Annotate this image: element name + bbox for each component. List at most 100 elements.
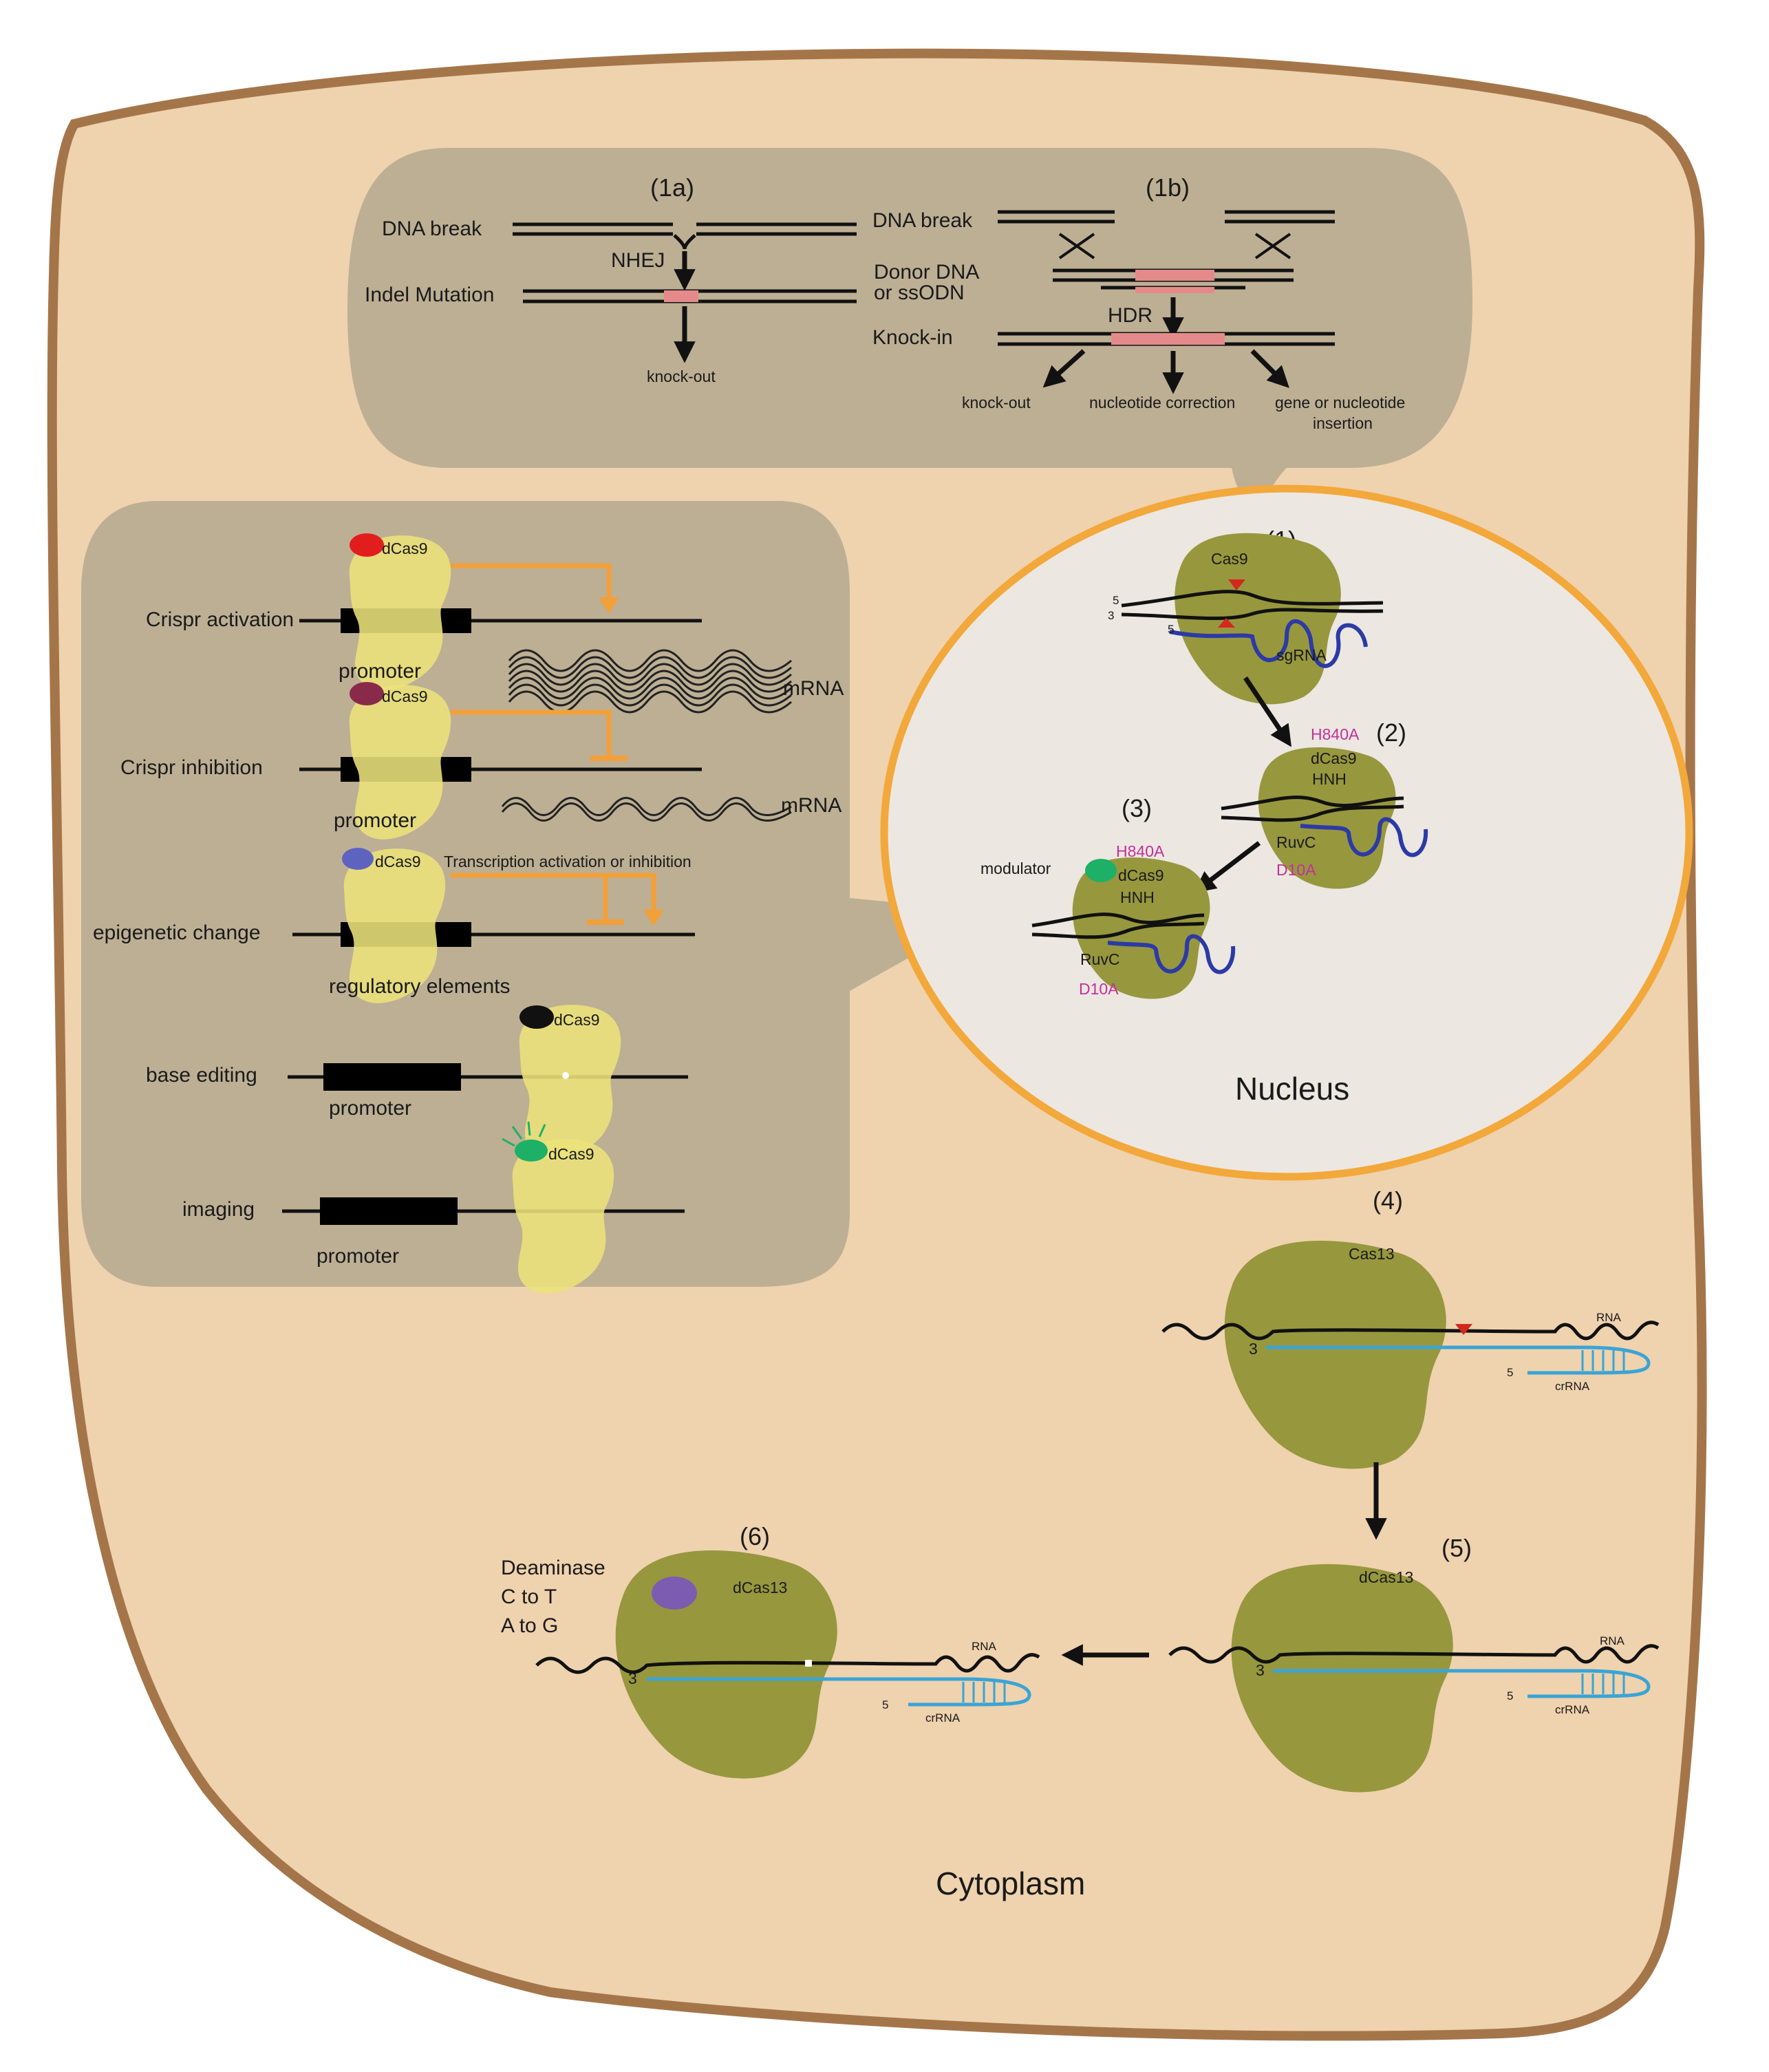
dcas9-label-base-editing: dCas9: [554, 1011, 599, 1029]
insertion-label: insertion: [1313, 414, 1373, 432]
cas9-label: Cas9: [1211, 550, 1248, 568]
base-editing-promoter-box: [323, 1063, 461, 1091]
base-editing-label: base editing: [146, 1064, 257, 1087]
activator-domain: [350, 533, 384, 557]
dcas9-label-3: dCas9: [1118, 866, 1164, 884]
crrna-5: [1273, 1669, 1651, 1698]
dcas9-label-activation: dCas9: [382, 540, 427, 557]
a-to-g-label: A to G: [501, 1614, 558, 1637]
knock-in-strands: [998, 332, 1335, 346]
promoter-label-inhibition: promoter: [334, 809, 416, 832]
dcas9-label-inhibition: dCas9: [382, 687, 427, 705]
cas13-targeting: (4) Cas13 RNA crRNA 3 5: [1161, 1186, 1660, 1469]
fluorescent-tag: [515, 1140, 548, 1162]
cas9-dna: [1121, 579, 1384, 628]
dsb-repair-panel: (1a) DNA break NHEJ Indel Mutation knock…: [347, 148, 1472, 506]
hnh-label-2: HNH: [1312, 770, 1347, 788]
sgrna-strand: [1169, 619, 1368, 668]
modulator-domain: [1085, 859, 1117, 882]
dcas9-label-2: dCas9: [1311, 749, 1356, 767]
step-4-label: (4): [1373, 1186, 1403, 1215]
knockout-arrow-1b: [1042, 349, 1086, 388]
crispr-activation-label: Crispr activation: [146, 608, 294, 631]
mrna-label-inhibition: mRNA: [781, 794, 841, 817]
base-editor-domain: [519, 1005, 554, 1029]
step-2-to-3-arrow: [1193, 841, 1261, 893]
rna-3prime-5: 3: [1256, 1661, 1265, 1679]
cas9-5prime-rna: 5: [1168, 623, 1174, 636]
edited-base: [562, 1072, 569, 1079]
dcas13-label-5: dCas13: [1359, 1568, 1413, 1586]
deaminase-label: Deaminase: [501, 1557, 605, 1579]
cytoplasm-label: Cytoplasm: [936, 1866, 1085, 1901]
crispr-inhibition-label: Crispr inhibition: [120, 756, 263, 779]
dna-break-strands-1b: [998, 210, 1335, 259]
cas9-3prime: 3: [1108, 609, 1114, 622]
dna-break-label-1a: DNA break: [382, 217, 482, 240]
crrna-label-5: crRNA: [1555, 1703, 1590, 1716]
crrna-6: [647, 1677, 1031, 1707]
sgrna-2: [1300, 817, 1428, 857]
promoter-label-base-editing: promoter: [329, 1097, 411, 1120]
nucleotide-correction-label: nucleotide correction: [1089, 394, 1235, 412]
hnh-label-3: HNH: [1120, 888, 1155, 906]
d10a-label-2: D10A: [1276, 861, 1316, 879]
crrna-label-6: crRNA: [925, 1711, 961, 1724]
sgrna-label: sgRNA: [1276, 646, 1327, 664]
dna-break-strands-1a: [513, 222, 857, 250]
target-rna-5: [1168, 1644, 1660, 1664]
repressor-domain: [350, 682, 384, 705]
knockout-label-1b: knock-out: [962, 394, 1031, 412]
ruvc-label-2: RuvC: [1276, 833, 1316, 851]
rna-3prime-6: 3: [628, 1669, 637, 1687]
step-3-label: (3): [1122, 794, 1152, 822]
mrna-inhibition-waves: [501, 797, 792, 822]
nhej-label: NHEJ: [611, 249, 665, 272]
rna-3prime-4: 3: [1249, 1340, 1258, 1358]
activation-orange-arrow: [451, 563, 612, 604]
panel-1a-label: (1a): [650, 173, 694, 202]
target-rna-6: [535, 1653, 1040, 1674]
crrna-5prime-5: 5: [1507, 1689, 1513, 1702]
dcas9-2-dna: [1221, 795, 1404, 822]
d10a-label-3: D10A: [1079, 980, 1119, 998]
epigenetic-change-label: epigenetic change: [93, 921, 261, 944]
cas13-label: Cas13: [1349, 1245, 1394, 1263]
epigenetic-orange-arrow: [451, 873, 656, 921]
dna-break-label-1b: DNA break: [872, 209, 973, 232]
rna-label-5: RNA: [1600, 1634, 1625, 1647]
dcas13-rna-editing: (6) Deaminase C to T A to G dCas13 RNA c…: [501, 1522, 1040, 1779]
indel-strands: [523, 289, 857, 303]
transcription-label: Transcription activation or inhibition: [444, 853, 691, 871]
donor-dna-label: Donor DNA: [874, 261, 979, 284]
hdr-label: HDR: [1108, 304, 1152, 327]
cas9-5prime: 5: [1113, 594, 1119, 607]
mrna-label-activation: mRNA: [783, 677, 844, 700]
crrna-5prime-6: 5: [882, 1698, 888, 1711]
dcas13-label-6: dCas13: [733, 1579, 787, 1596]
insertion-arrow: [1250, 349, 1289, 388]
dcas9-label-imaging: dCas9: [548, 1145, 594, 1163]
dcas9-label-epigenetic: dCas9: [375, 853, 420, 871]
donor-strands: [1053, 268, 1294, 293]
imaging-promoter-box: [320, 1197, 458, 1225]
ssodn-label: or ssODN: [874, 281, 965, 304]
c-to-t-label: C to T: [501, 1585, 557, 1608]
nucleus: (1) Cas9 sgRNA 5 3 5 (2) H840A dCas9 HNH…: [880, 484, 1693, 1181]
edited-nucleotide: [805, 1660, 812, 1667]
panel-1b-label: (1b): [1146, 173, 1190, 202]
deaminase-domain: [652, 1577, 697, 1610]
fluorescence-rays: [502, 1121, 546, 1147]
dcas9-3-dna: [1031, 912, 1205, 939]
target-rna-4: [1161, 1321, 1660, 1341]
regulatory-elements-label: regulatory elements: [329, 975, 510, 998]
nucleus-label: Nucleus: [1235, 1071, 1349, 1107]
top-panel-shape: [347, 148, 1472, 506]
step-1-to-2-arrow: [1243, 676, 1291, 747]
h840a-label-2: H840A: [1311, 725, 1360, 743]
epigenetic-modifier-domain: [342, 848, 374, 870]
indel-mark: [664, 290, 698, 302]
indel-mutation-label: Indel Mutation: [365, 284, 494, 306]
crrna-5prime-4: 5: [1507, 1366, 1513, 1379]
